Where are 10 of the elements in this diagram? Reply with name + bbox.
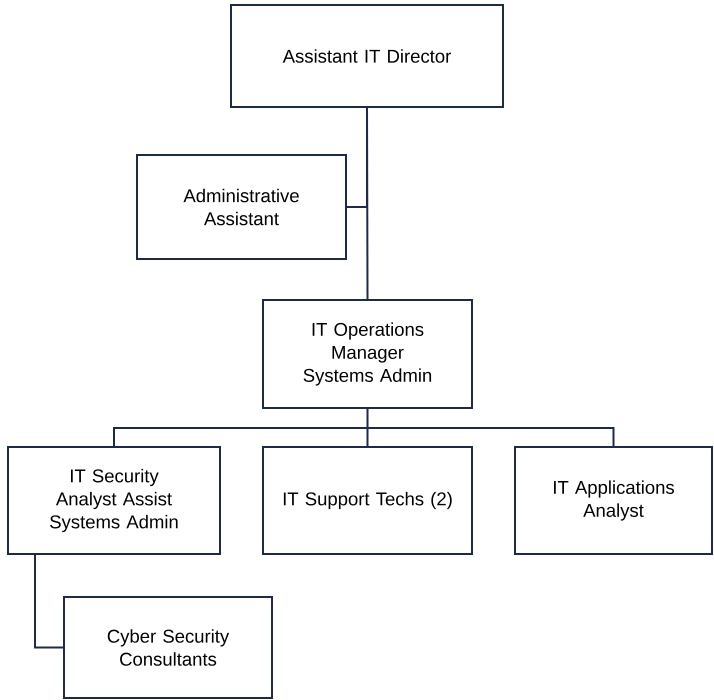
org-box: IT Support Techs (2) [262,446,473,555]
connector-line [34,555,63,648]
org-box: IT Applications Analyst [514,446,713,555]
org-box: IT Security Analyst Assist Systems Admin [7,446,221,555]
connector-line [366,108,368,299]
org-box: Assistant IT Director [230,4,504,108]
org-box: Administrative Assistant [136,154,347,260]
org-box: IT Operations Manager Systems Admin [262,299,473,409]
connector-line [366,409,614,446]
org-box: Cyber Security Consultants [63,596,273,699]
